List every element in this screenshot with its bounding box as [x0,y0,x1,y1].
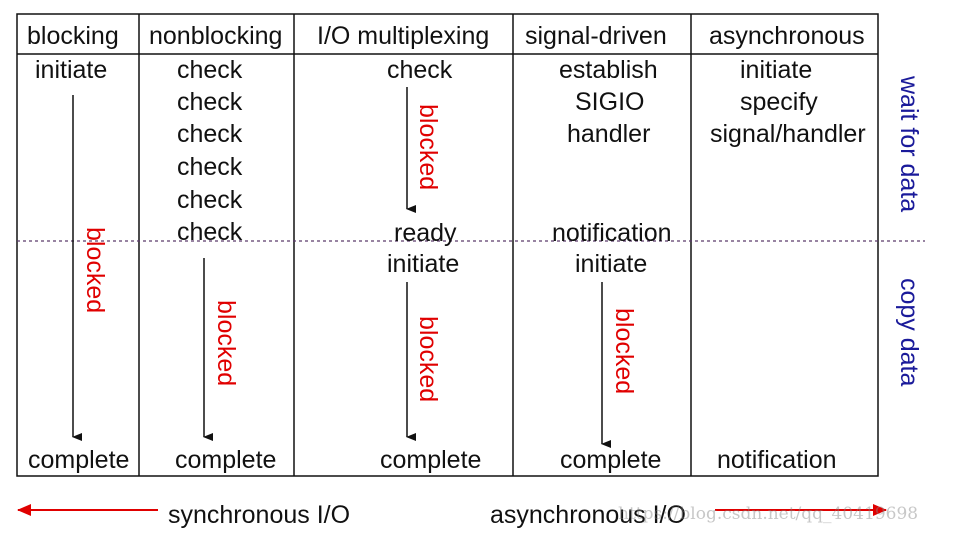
blocking-blocked-label: blocked [81,227,109,314]
nonblocking-complete: complete [175,446,277,474]
watermark: https://blog.csdn.net/qq_40419698 [618,504,919,524]
footer-asynchronous-io: asynchronous I/O [490,501,686,529]
header-asynchronous: asynchronous [709,22,865,50]
signal-initiate: initiate [575,250,648,278]
multiplexing-blocked-wait-label: blocked [414,104,442,191]
signal-complete: complete [560,446,662,474]
async-notification: notification [717,446,837,474]
signal-handler: handler [567,120,651,148]
signal-blocked-label: blocked [610,308,638,395]
table-frame [16,13,879,477]
blocking-initiate: initiate [35,56,108,84]
phase-label-wait: wait for data [895,76,923,213]
async-specify: specify [740,88,818,116]
nonblocking-check-1: check [177,56,243,84]
header-blocking: blocking [27,22,119,50]
nonblocking-blocked-label: blocked [212,300,240,387]
multiplexing-blocked-copy-label: blocked [414,316,442,403]
signal-notification: notification [552,219,672,247]
signal-sigio: SIGIO [575,88,645,116]
blocking-complete: complete [28,446,130,474]
header-nonblocking: nonblocking [149,22,283,50]
nonblocking-check-3: check [177,120,243,148]
multiplexing-ready: ready [394,219,457,247]
multiplexing-initiate: initiate [387,250,460,278]
nonblocking-check-4: check [177,153,243,181]
async-initiate: initiate [740,56,813,84]
header-signal-driven: signal-driven [525,22,667,50]
nonblocking-check-5: check [177,186,243,214]
multiplexing-complete: complete [380,446,482,474]
signal-establish: establish [559,56,658,84]
footer-synchronous-io: synchronous I/O [168,501,351,529]
async-signal-handler: signal/handler [710,120,866,148]
header-io-multiplexing: I/O multiplexing [317,22,490,50]
phase-label-copy: copy data [895,278,923,387]
nonblocking-check-2: check [177,88,243,116]
multiplexing-check: check [387,56,453,84]
nonblocking-check-6: check [177,218,243,246]
